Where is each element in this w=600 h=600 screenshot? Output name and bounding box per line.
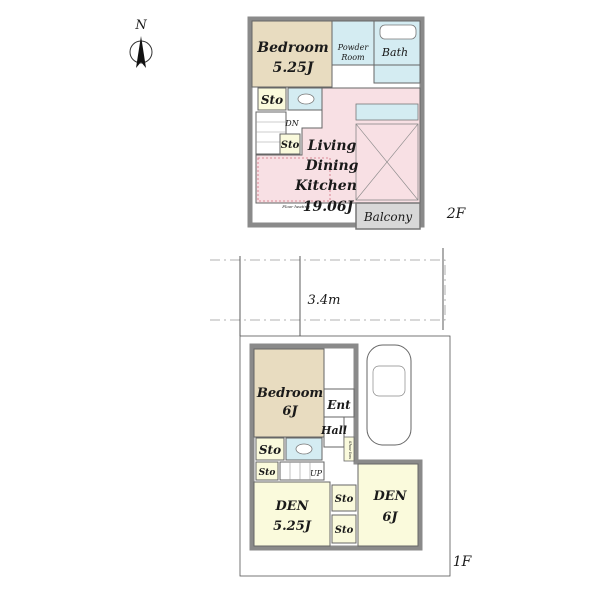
bath-label: Bath — [381, 46, 408, 59]
road-width-label: 3.4m — [307, 293, 340, 308]
powder-room-label-line2: Room — [340, 53, 365, 62]
entrance-area — [323, 388, 355, 418]
floor2-bedroom-name: Bedroom — [256, 40, 328, 56]
balcony-label: Balcony — [363, 210, 412, 224]
den-right-area — [357, 463, 419, 547]
floor2-bedroom-size: 5.25J — [273, 60, 315, 76]
den-right-size: 6J — [382, 510, 398, 525]
den-right-name: DEN — [372, 489, 407, 504]
floor1-plan: Bedroom 6J Ent Hall Shoe box Sto Sto UP … — [239, 335, 473, 577]
floor-heating-zone — [257, 157, 331, 202]
floor1-bedroom-size: 6J — [282, 404, 298, 419]
floor1-storage-b-label: Sto — [259, 468, 276, 478]
ldk-label-line2: Dining — [305, 158, 359, 174]
hall-label: Hall — [320, 424, 347, 437]
lot-boundary — [239, 335, 451, 577]
floor1-storage-b-area — [255, 461, 279, 481]
hall-area — [323, 416, 345, 448]
ldk-label-line3: Kitchen — [294, 178, 357, 194]
floor1-storage-d-area — [331, 514, 357, 544]
floor2-floor-label: 2F — [446, 206, 467, 222]
floor1-storage-a-label: Sto — [259, 443, 281, 457]
road: 3.4m — [210, 248, 446, 336]
floor2-powder-room-area — [331, 20, 375, 66]
compass: N — [129, 18, 153, 68]
car-icon — [366, 344, 412, 446]
toilet-icon — [295, 443, 313, 455]
ldk-size: 19.06J — [303, 199, 355, 215]
entrance-label: Ent — [326, 398, 351, 412]
floor1-storage-a-area — [255, 437, 285, 461]
floor1-bedroom-name: Bedroom — [256, 386, 323, 401]
floor2-dn-label: DN — [284, 119, 299, 128]
floor1-storage-c-label: Sto — [335, 494, 354, 505]
compass-north-label: N — [134, 18, 147, 33]
compass-needle-icon — [136, 36, 146, 68]
shoe-box-label: Shoe box — [348, 441, 353, 460]
floor1-storage-d-label: Sto — [335, 525, 354, 536]
floor2-laundry-area — [373, 64, 421, 84]
ldk-label-line1: Living — [307, 138, 357, 154]
bathtub-icon — [379, 24, 417, 40]
floor2-storage-a-label: Sto — [261, 93, 283, 107]
kitchen-counter — [355, 103, 419, 121]
den-left-size: 5.25J — [273, 519, 312, 534]
floor-heating-label: Floor heating — [281, 204, 310, 209]
floor1-storage-c-area — [331, 484, 357, 512]
powder-room-label-line1: Powder — [337, 43, 370, 52]
floor1-floor-label: 1F — [453, 554, 473, 570]
balcony-area — [355, 202, 421, 230]
floor2-storage-b-label: Sto — [281, 140, 300, 151]
road-boundary — [210, 259, 446, 321]
floor1-bedroom-area — [253, 348, 325, 438]
floor2-plan: Bedroom 5.25J Powder Room Bath Sto DN St… — [247, 16, 467, 230]
floor2-storage-b-area — [279, 133, 301, 155]
floor1-up-label: UP — [310, 469, 323, 478]
floor2-void — [355, 123, 419, 201]
toilet-icon — [297, 93, 315, 105]
den-left-name: DEN — [274, 499, 309, 514]
floor1-stair — [279, 461, 325, 481]
den-left-area — [253, 481, 331, 547]
shoe-box-area — [343, 436, 355, 462]
floor2-storage-a-area — [257, 87, 287, 111]
